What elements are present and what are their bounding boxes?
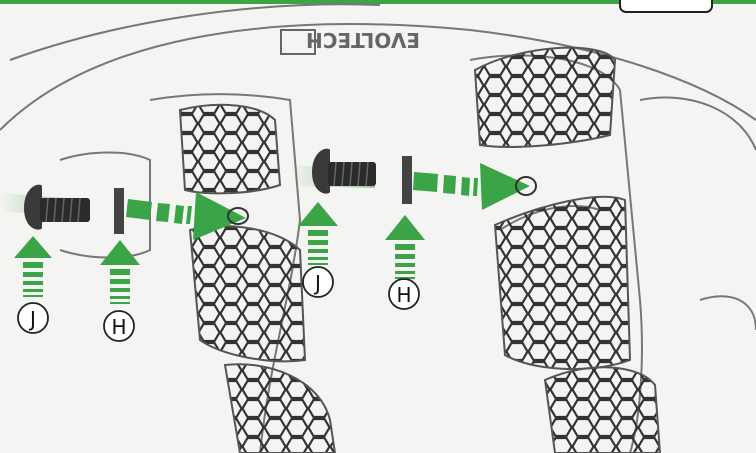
callout-label: H	[111, 315, 126, 339]
brand-logo: EVOLTECH	[281, 28, 420, 54]
brand-text: EVOLTECH	[306, 28, 420, 52]
callout-label: J	[28, 307, 36, 331]
pointer-arrow-j-right	[298, 202, 338, 265]
insertion-arrow-right	[413, 163, 530, 210]
callout-j-left: J	[18, 303, 48, 333]
callout-h-right: H	[389, 279, 419, 309]
callout-label: J	[313, 271, 321, 295]
vent-mesh-right	[475, 48, 660, 453]
callout-label: H	[396, 283, 411, 307]
callout-h-left: H	[104, 311, 134, 341]
washer-h-right	[402, 156, 412, 204]
step-number-box	[620, 0, 712, 12]
pointer-arrow-j-left	[14, 236, 52, 297]
pointer-arrow-h-right	[385, 215, 425, 279]
pointer-arrow-h-left	[100, 240, 140, 304]
callout-j-right: J	[303, 267, 333, 297]
screw-j-left	[24, 185, 90, 230]
washer-h-left	[114, 188, 124, 234]
